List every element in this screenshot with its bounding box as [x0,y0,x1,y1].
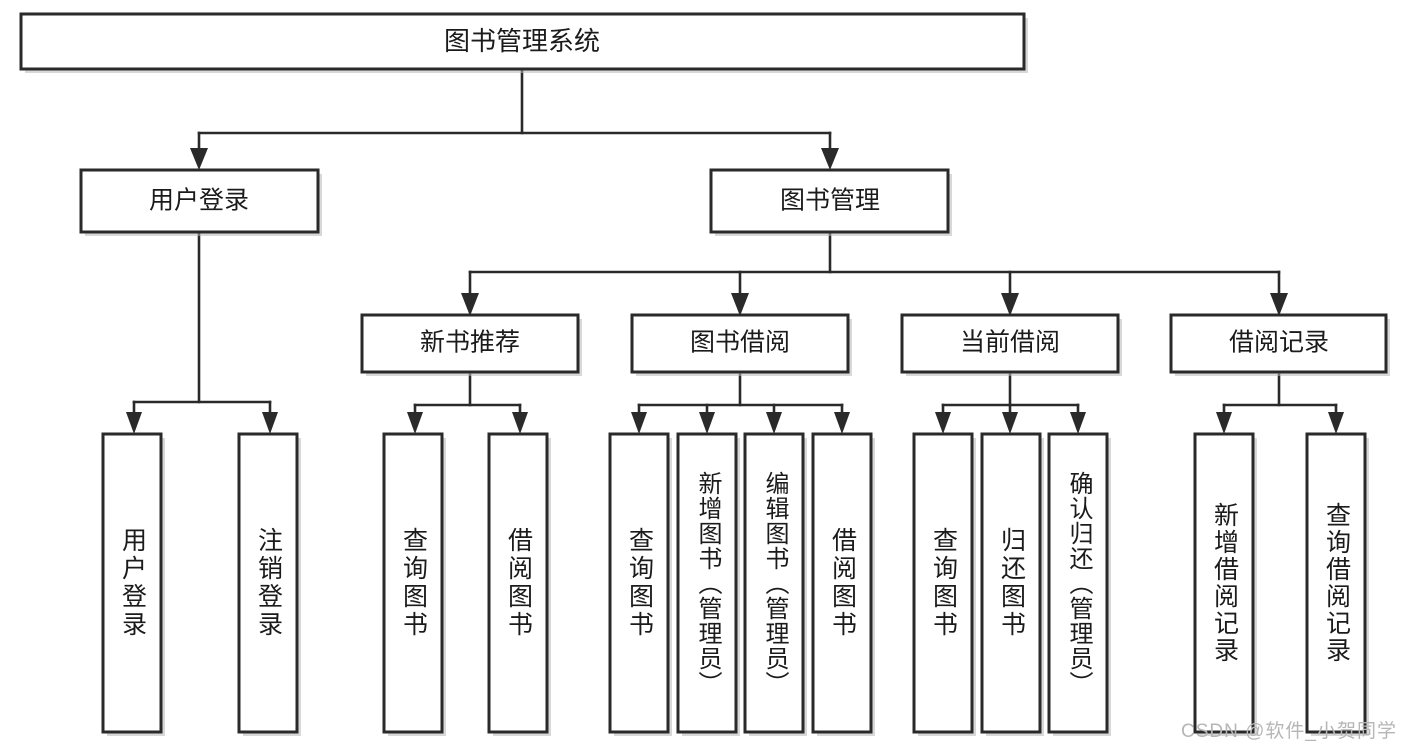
leaf-book-borrow-1-box[interactable] [608,432,670,734]
root-node-label: 图书管理系统 [444,26,600,56]
leaf-user-login-1-box[interactable] [101,432,163,734]
arrowhead-cb-leaf2 [1002,412,1018,434]
node-current-borrow-box[interactable] [900,313,1120,374]
leaf-new-book-1-box[interactable] [382,432,444,734]
node-book-borrow-label: 图书借阅 [690,329,790,357]
leaf-current-borrow-1-box[interactable] [912,432,974,734]
csdn-watermark: CSDN @软件_小贺同学 [1181,721,1397,742]
arrowhead-bookmgmt [821,148,839,170]
arrowhead-bb-leaf2 [699,412,715,434]
node-user-login-box[interactable] [79,168,320,234]
leaf-user-login-2-box[interactable] [237,432,299,734]
node-borrow-record-label: 借阅记录 [1229,329,1329,357]
root-node-box[interactable] [19,12,1026,71]
arrowhead-leaf-user-login [126,412,142,434]
node-current-borrow-label: 当前借阅 [960,329,1060,357]
node-new-book-recommend-label: 新书推荐 [420,329,520,357]
arrowhead-br-leaf1 [1216,412,1232,434]
node-book-borrow-box[interactable] [630,313,850,374]
arrowhead-cb-leaf1 [935,412,951,434]
arrowhead-newbook [461,293,479,316]
connector-layer [126,67,1344,434]
node-user-login-label: 用户登录 [149,187,249,215]
arrowhead-newbook-leaf1 [407,412,423,434]
leaf-book-borrow-2-box[interactable] [676,432,738,734]
arrowhead-leaf-logout [262,412,278,434]
node-new-book-recommend-box[interactable] [360,313,580,374]
node-borrow-record-box[interactable] [1169,313,1388,374]
arrowhead-br-leaf2 [1328,412,1344,434]
leaf-book-borrow-4-box[interactable] [811,432,873,734]
arrowhead-bb-leaf3 [766,412,782,434]
arrowhead-bb-leaf1 [631,412,647,434]
arrowhead-borrowrecord [1270,293,1288,316]
node-book-management-label: 图书管理 [780,187,880,215]
arrowhead-newbook-leaf2 [512,412,528,434]
leaf-current-borrow-2-box[interactable] [980,432,1042,734]
arrowhead-currentborrow [1001,293,1019,316]
node-book-management-box[interactable] [709,168,950,234]
arrowhead-userlogin [190,148,208,170]
leaf-borrow-record-2-box[interactable] [1305,432,1367,734]
leaf-new-book-2-box[interactable] [487,432,549,734]
node-layer: 图书管理系统 用户登录 图书管理 新书推荐 图书借阅 当前借阅 借阅记录 [19,12,1390,736]
arrowhead-cb-leaf3 [1070,412,1086,434]
arrowhead-bookborrow [731,293,749,316]
arrowhead-bb-leaf4 [834,412,850,434]
leaf-book-borrow-3-box[interactable] [743,432,805,734]
leaf-borrow-record-1-box[interactable] [1193,432,1255,734]
leaf-current-borrow-3-box[interactable] [1047,432,1109,734]
